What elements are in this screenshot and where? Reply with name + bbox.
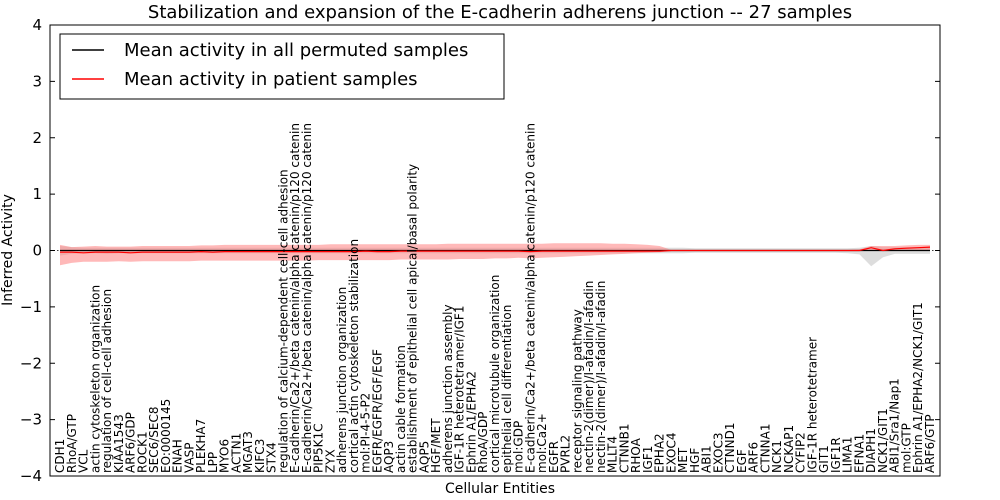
x-tick-label: EGFR <box>547 441 561 473</box>
x-tick-label: E-cadherin/Ca2+/beta catenin/alpha caten… <box>288 123 302 473</box>
x-tick-label: IGF1 <box>641 446 655 473</box>
x-tick-label: CTNNA1 <box>758 423 772 473</box>
x-tick-label: DIAPH1 <box>864 428 878 473</box>
x-tick-label: EXOC3 <box>711 433 725 474</box>
legend: Mean activity in all permuted samples Me… <box>59 33 505 100</box>
x-tick-label: nectin-2(dimer)/I-afadin/I-afadin <box>582 281 596 473</box>
x-tick-label: NCK1 <box>770 440 784 473</box>
x-tick-label: KIAA1543 <box>112 414 126 473</box>
x-tick-label: CTNNB1 <box>617 423 631 473</box>
y-tick-label: −1 <box>20 298 42 316</box>
y-tick-label: 2 <box>32 129 42 147</box>
x-tick-label: PLEKHA7 <box>194 419 208 473</box>
y-axis-label: Inferred Activity <box>0 194 16 306</box>
x-tick-label: MLLT4 <box>606 436 620 473</box>
x-tick-label: VASP <box>182 442 196 473</box>
plot-frame <box>49 24 941 477</box>
confidence-bands <box>60 243 930 267</box>
x-tick-label: Ephrin A1/EPHA2 <box>465 371 479 473</box>
x-tick-label: adherens junction organization <box>335 287 349 473</box>
legend-label-permuted: Mean activity in all permuted samples <box>124 40 468 61</box>
x-tick-label: RHOA <box>629 437 643 473</box>
x-tick-label: EO:0000145 <box>159 399 173 473</box>
y-tick-label: 1 <box>32 185 42 203</box>
x-tick-label: regulation of cell-cell adhesion <box>100 289 114 473</box>
x-tick-label: mol:GTP <box>900 423 914 473</box>
x-tick-label: ACTN1 <box>229 433 243 473</box>
x-tick-label: EPHA2 <box>653 433 667 473</box>
x-tick-label: IGF-1R heterotetramer/IGF1 <box>453 306 467 473</box>
x-tick-label: actin cytoskeleton organization <box>88 285 102 473</box>
x-tick-label: ARF6/GDP <box>124 412 138 473</box>
band-series-1 <box>60 243 930 266</box>
x-tick-label: RhoA/GTP <box>65 414 79 473</box>
x-tick-label: ENAH <box>171 439 185 473</box>
x-tick-label: ZYX <box>323 449 337 473</box>
x-tick-label: mol:GDP <box>512 421 526 473</box>
y-tick-label: −3 <box>20 411 42 429</box>
x-tick-label: cortical actin cytoskeleton stabilizatio… <box>347 239 361 473</box>
x-tick-label: CDH1 <box>53 439 67 473</box>
x-tick-label: GIT1 <box>817 445 831 473</box>
x-tick-label: SEC6/SEC8 <box>147 407 161 473</box>
line-series-1 <box>60 246 931 254</box>
series-lines <box>50 246 940 254</box>
x-tick-label: establishment of epithelial cell apical/… <box>406 164 420 473</box>
y-axis-ticks: 4 3 2 1 0 −1 −2 −3 −4 <box>20 16 940 485</box>
x-tick-label: VCL <box>77 449 91 473</box>
y-tick-label: −2 <box>20 354 42 372</box>
x-tick-label: mol:PI-4-5-P2 <box>359 393 373 473</box>
x-tick-label: PVRL2 <box>559 435 573 473</box>
x-tick-label: MYO6 <box>218 439 232 473</box>
x-tick-label: E-cadherin/Ca2+/beta catenin/alpha caten… <box>300 123 314 473</box>
x-tick-label: cortical microtubule organization <box>488 275 502 473</box>
x-axis-label: Cellular Entities <box>445 481 555 497</box>
x-tick-label: EGFR/EGFR/EGF/EGF <box>370 349 384 473</box>
x-tick-label: E-cadherin/Ca2+/beta catenin/alpha caten… <box>523 123 537 473</box>
x-tick-label: HGF/MET <box>429 418 443 473</box>
x-tick-label: LPP <box>206 452 220 473</box>
x-tick-label: regulation of calcium-dependent cell-cel… <box>276 169 290 473</box>
x-tick-label: ABI1 <box>700 445 714 473</box>
x-tick-label: HGF <box>688 448 702 473</box>
x-tick-label: EXOC4 <box>664 433 678 474</box>
x-tick-label: epithelial cell differentiation <box>500 305 514 473</box>
x-tick-label: IGF1R <box>829 437 843 473</box>
chart-title: Stabilization and expansion of the E-cad… <box>148 2 852 23</box>
x-tick-label: AQP5 <box>418 441 432 473</box>
x-tick-label: PIP5K1C <box>312 423 326 473</box>
x-tick-label: Ephrin A1/EPHA2/NCK1/GIT1 <box>911 302 925 473</box>
x-tick-label: actin cable formation <box>394 345 408 473</box>
x-tick-label: STX4 <box>265 442 279 473</box>
x-tick-label: LIMA1 <box>841 437 855 473</box>
x-tick-label: NCK1/GIT1 <box>876 408 890 473</box>
x-tick-label: ARF6/GTP <box>923 414 937 473</box>
x-tick-label: mol:Ca2+ <box>535 413 549 473</box>
x-tick-label: KIFC3 <box>253 439 267 473</box>
x-tick-label: ARF6 <box>747 442 761 473</box>
x-tick-label: receptor signaling pathway <box>570 309 584 473</box>
x-tick-label: ROCK1 <box>135 431 149 473</box>
x-tick-label: adherens junction assembly <box>441 304 455 473</box>
x-tick-label: CYFIP2 <box>794 432 808 473</box>
y-tick-label: 4 <box>32 16 42 34</box>
legend-label-patient: Mean activity in patient samples <box>124 69 418 90</box>
x-tick-label: MGAT3 <box>241 431 255 473</box>
x-tick-label: MET <box>676 447 690 473</box>
x-tick-label: IGF-1R heterotetramer <box>805 337 819 473</box>
x-tick-label: RhoA/GDP <box>476 412 490 473</box>
x-tick-label: EFNA1 <box>853 434 867 473</box>
x-tick-label: NCKAP1 <box>782 425 796 473</box>
x-tick-label: ABI1/Sra1/Nap1 <box>888 378 902 473</box>
y-tick-label: 3 <box>32 72 42 90</box>
x-tick-label: AQP3 <box>382 441 396 473</box>
legend-box <box>59 33 505 100</box>
y-tick-label: 0 <box>32 242 42 260</box>
x-tick-label: nectin-2(dimer)/I-afadin/I-afadin <box>594 281 608 473</box>
y-tick-label: −4 <box>20 467 42 485</box>
x-tick-label: CTNND1 <box>723 422 737 473</box>
x-tick-label: EGF <box>735 449 749 473</box>
